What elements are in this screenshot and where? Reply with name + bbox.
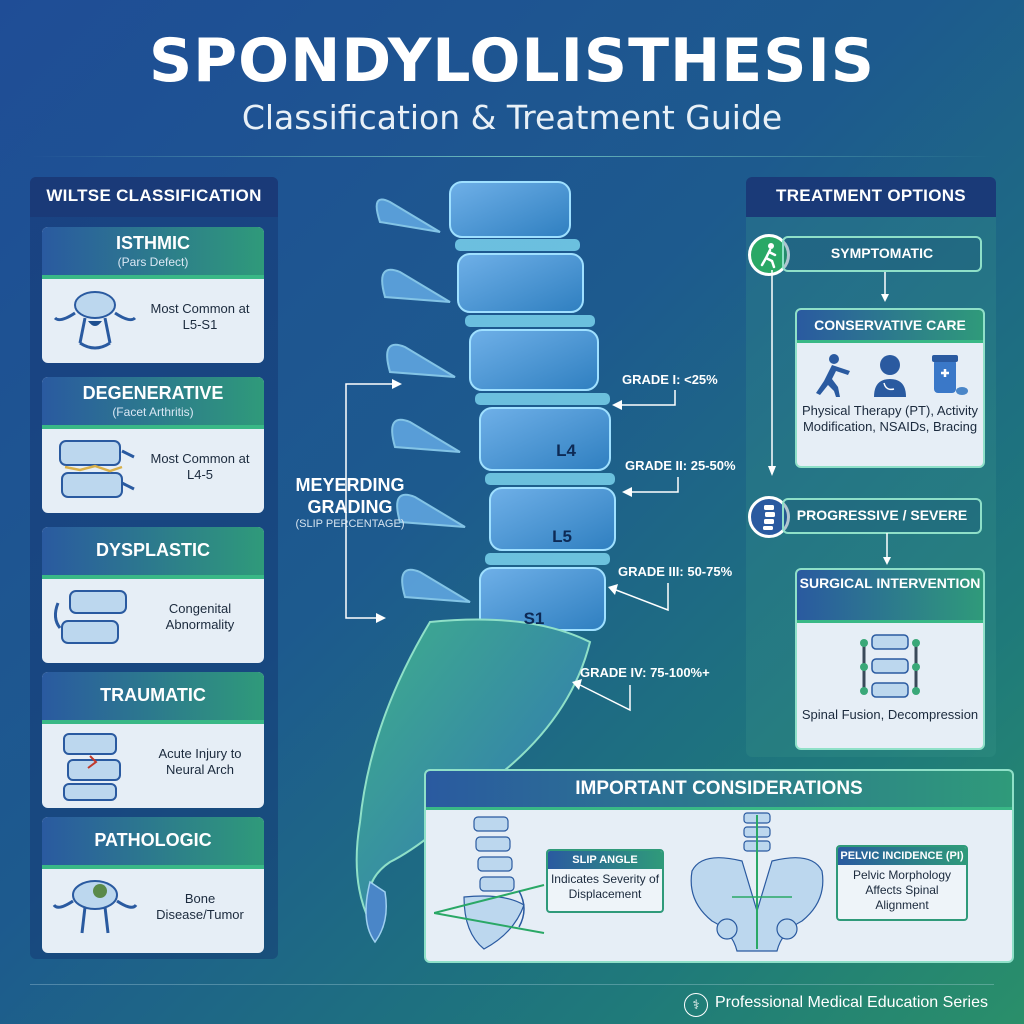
card-name: ISTHMIC — [116, 233, 190, 253]
card-isthmic: ISTHMIC (Pars Defect) Most Common at L5-… — [42, 227, 264, 363]
pathologic-vertebra-icon — [52, 880, 138, 934]
therapy-icons — [816, 354, 968, 397]
card-desc: Congenital Abnormality — [165, 601, 235, 632]
meyerding-sub: (SLIP PERCENTAGE) — [295, 518, 405, 530]
card-desc: Most Common at L4-5 — [150, 451, 250, 482]
grade-1-label: GRADE I: <25% — [622, 372, 718, 387]
footer-text: Professional Medical Education Series — [714, 994, 988, 1011]
treatment-flow-arrows — [768, 270, 889, 476]
meyerding-label: MEYERDING GRADING (SLIP PERCENTAGE) — [280, 474, 420, 530]
card-desc: Most Common at L5-S1 — [150, 301, 250, 332]
card-dysplastic: DYSPLASTIC Congenital Abnormality — [42, 527, 264, 663]
header-divider — [30, 156, 994, 157]
grade-arrows — [572, 390, 679, 712]
card-desc: Bone Disease/Tumor — [156, 891, 244, 922]
card-pathologic: PATHOLOGIC Bone Disease/Tumor — [42, 817, 264, 953]
page-title: SPONDYLOLISTHESIS — [148, 26, 876, 96]
wiltse-heading: WILTSE CLASSIFICATION — [30, 177, 278, 217]
progressive-step: PROGRESSIVE / SEVERE — [782, 498, 982, 534]
treatment-heading: TREATMENT OPTIONS — [746, 177, 996, 217]
card-name: PATHOLOGIC — [94, 830, 212, 850]
conservative-desc: Physical Therapy (PT), Activity Modifica… — [801, 403, 979, 434]
vertebra-axial-icon — [53, 291, 137, 350]
card-name: DEGENERATIVE — [82, 383, 224, 403]
grade-2-label: GRADE II: 25-50% — [625, 458, 736, 473]
traumatic-vertebra-icon — [63, 733, 121, 801]
page-subtitle: Classification & Treatment Guide — [241, 98, 783, 137]
slip-angle-box: SLIP ANGLE Indicates Severity of Displac… — [546, 849, 664, 913]
progressive-arrow — [883, 533, 891, 565]
footer-divider — [30, 984, 994, 985]
card-desc: Acute Injury to Neural Arch — [158, 746, 242, 777]
card-degenerative: DEGENERATIVE (Facet Arthritis) Most Comm… — [42, 377, 264, 513]
label-l5: L5 — [552, 527, 572, 546]
label-l4: L4 — [556, 441, 576, 460]
slip-angle-diagram — [434, 816, 545, 950]
spinal-fusion-icon — [860, 634, 920, 698]
card-traumatic: TRAUMATIC Acute Injury to Neural Arch — [42, 672, 264, 808]
meyerding-bracket — [345, 379, 402, 623]
card-name: TRAUMATIC — [100, 685, 206, 705]
considerations-panel: IMPORTANT CONSIDERATIONS SLIP ANGLE Indi… — [424, 769, 1014, 963]
card-sub: (Pars Defect) — [117, 255, 189, 269]
card-name: DYSPLASTIC — [95, 540, 210, 560]
surgical-desc: Spinal Fusion, Decompression — [801, 707, 979, 722]
degenerative-vertebra-icon — [59, 440, 135, 498]
pi-title: PELVIC INCIDENCE (PI) — [838, 847, 966, 865]
grade-3-label: GRADE III: 50-75% — [618, 564, 733, 579]
wiltse-panel: WILTSE CLASSIFICATION ISTHMIC (Pars Defe… — [30, 177, 278, 959]
considerations-heading: IMPORTANT CONSIDERATIONS — [426, 771, 1012, 810]
pelvic-incidence-box: PELVIC INCIDENCE (PI) Pelvic Morphology … — [836, 845, 968, 921]
dysplastic-vertebra-icon — [53, 590, 127, 644]
card-sub: (Facet Arthritis) — [112, 405, 194, 419]
pelvis-diagram — [690, 812, 824, 952]
conservative-care-card: CONSERVATIVE CARE Physical Therapy (PT),… — [795, 308, 985, 468]
conservative-title: CONSERVATIVE CARE — [797, 310, 983, 343]
pi-desc: Pelvic Morphology Affects Spinal Alignme… — [852, 868, 952, 912]
slip-angle-title: SLIP ANGLE — [548, 851, 662, 869]
meyerding-title: MEYERDING GRADING — [295, 475, 405, 517]
caduceus-icon: ⚕ — [684, 993, 708, 1017]
slip-angle-desc: Indicates Severity of Displacement — [550, 872, 660, 901]
label-s1: S1 — [524, 609, 545, 628]
surgical-card: SURGICAL INTERVENTION Spinal Fusion, Dec… — [795, 568, 985, 750]
grade-4-label: GRADE IV: 75-100%+ — [580, 665, 710, 680]
surgical-title: SURGICAL INTERVENTION — [797, 570, 983, 623]
symptomatic-step: SYMPTOMATIC — [782, 236, 982, 272]
